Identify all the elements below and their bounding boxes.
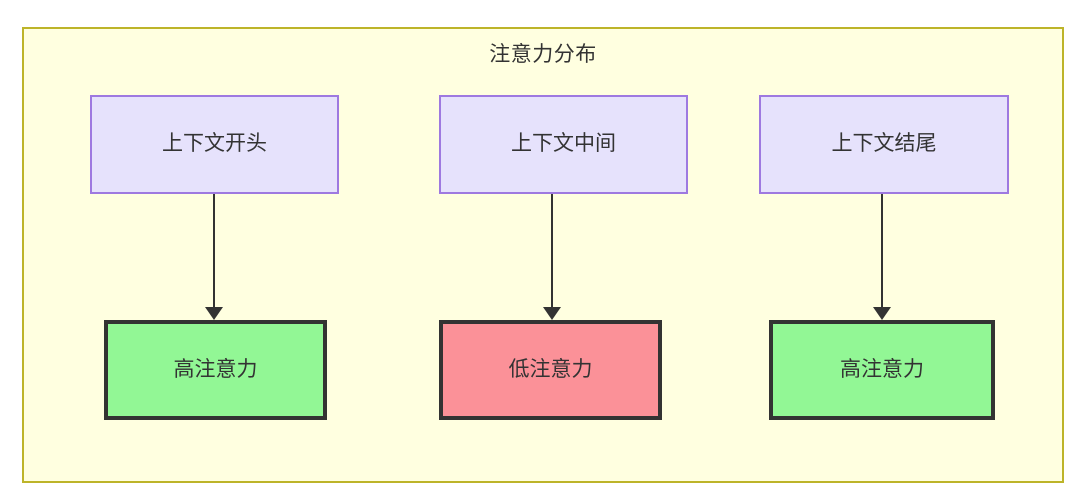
- arrowhead-down-icon: [205, 307, 223, 320]
- arrowhead-down-icon: [873, 307, 891, 320]
- node-context-end[interactable]: 上下文结尾: [759, 95, 1009, 194]
- arrowhead-down-icon: [543, 307, 561, 320]
- node-attention-end[interactable]: 高注意力: [769, 320, 995, 420]
- edge-context-start-to-attention-start: [213, 194, 215, 307]
- diagram-container: 注意力分布 上下文开头 上下文中间 上下文结尾 高注意力 低注意力 高注意力: [22, 27, 1064, 483]
- edge-context-end-to-attention-end: [881, 194, 883, 307]
- node-attention-end-label: 高注意力: [840, 357, 924, 381]
- diagram-title: 注意力分布: [489, 43, 597, 66]
- node-attention-middle[interactable]: 低注意力: [439, 320, 662, 420]
- node-context-start[interactable]: 上下文开头: [90, 95, 339, 194]
- node-context-start-label: 上下文开头: [162, 132, 267, 156]
- node-context-middle[interactable]: 上下文中间: [439, 95, 688, 194]
- node-context-middle-label: 上下文中间: [511, 132, 616, 156]
- node-attention-middle-label: 低注意力: [508, 357, 593, 381]
- node-attention-start-label: 高注意力: [173, 357, 258, 381]
- node-context-end-label: 上下文结尾: [831, 132, 937, 156]
- edge-context-middle-to-attention-middle: [551, 194, 553, 307]
- node-attention-start[interactable]: 高注意力: [104, 320, 327, 420]
